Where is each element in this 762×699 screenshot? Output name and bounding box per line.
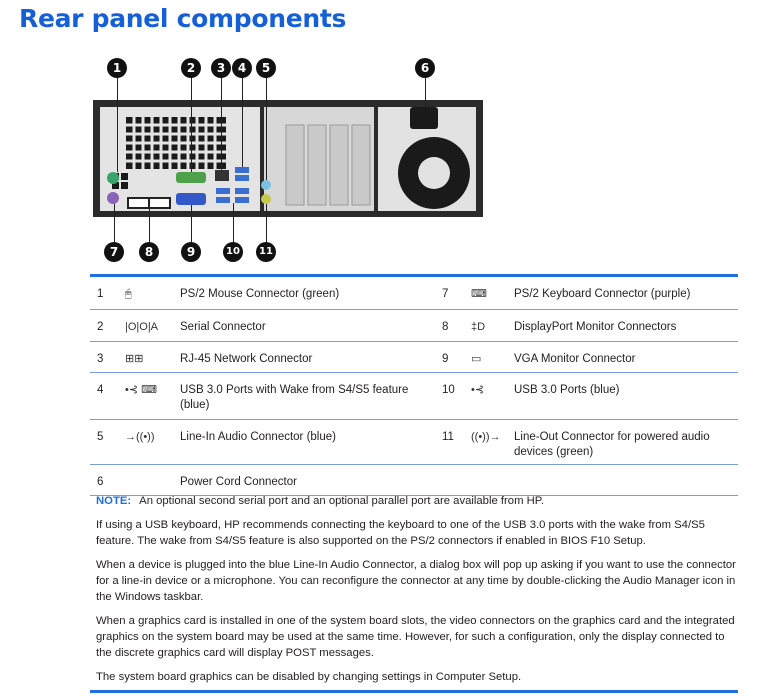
- keyboard-icon: ⌨: [471, 288, 487, 300]
- item-label: Power Cord Connector: [180, 476, 297, 488]
- callout-line-9: [191, 205, 192, 244]
- rear-panel-illustration: [93, 100, 483, 217]
- usb-wake-icon: •⊰ ⌨: [125, 384, 158, 396]
- item-label: PS/2 Mouse Connector (green): [180, 288, 340, 300]
- table-row: 3 ⊞⊞ RJ-45 Network Connector 9 ▭ VGA Mon…: [90, 342, 738, 373]
- callout-9: 9: [181, 242, 201, 262]
- callout-5: 5: [256, 58, 276, 78]
- callout-line-2: [191, 77, 192, 172]
- item-label: DisplayPort Monitor Connectors: [514, 321, 677, 333]
- serial-icon: |O|O|A: [125, 321, 159, 333]
- table-row: 6 Power Cord Connector: [90, 465, 738, 496]
- item-number: 4: [97, 384, 104, 396]
- paragraph: When a device is plugged into the blue L…: [96, 559, 736, 603]
- components-table: 1 🖱 PS/2 Mouse Connector (green) 7 ⌨ PS/…: [90, 274, 738, 496]
- note-text: An optional second serial port and an op…: [139, 495, 545, 507]
- bottom-rule: [90, 690, 738, 693]
- item-label: RJ-45 Network Connector: [180, 353, 313, 365]
- callout-line-4: [242, 77, 243, 167]
- vga-icon: ▭: [471, 353, 482, 365]
- table-row: 1 🖱 PS/2 Mouse Connector (green) 7 ⌨ PS/…: [90, 277, 738, 310]
- item-number: 1: [97, 288, 104, 300]
- paragraph: The system board graphics can be disable…: [96, 671, 522, 683]
- item-number: 3: [97, 353, 104, 365]
- line-out-icon: ((•))→: [471, 431, 501, 443]
- table-row: 2 |O|O|A Serial Connector 8 ‡D DisplayPo…: [90, 310, 738, 342]
- callout-line-5: [266, 77, 267, 180]
- callout-1: 1: [107, 58, 127, 78]
- table-top-rule: [90, 274, 738, 277]
- item-number: 10: [442, 384, 455, 396]
- item-label: USB 3.0 Ports (blue): [514, 384, 620, 396]
- item-number: 11: [442, 431, 454, 443]
- note: NOTE: An optional second serial port and …: [96, 493, 736, 509]
- callout-6: 6: [415, 58, 435, 78]
- callout-line-1: [117, 77, 118, 172]
- table-row: 4 •⊰ ⌨ USB 3.0 Ports with Wake from S4/S…: [90, 373, 738, 420]
- item-label: Serial Connector: [180, 321, 266, 333]
- callout-line-7: [114, 204, 115, 244]
- item-number: 8: [442, 321, 449, 333]
- paragraph: When a graphics card is installed in one…: [96, 615, 735, 659]
- callout-11: 11: [256, 242, 276, 262]
- callout-4: 4: [232, 58, 252, 78]
- item-number: 2: [97, 321, 104, 333]
- usb-icon: •⊰: [471, 384, 485, 396]
- callout-line-8: [149, 208, 150, 244]
- rear-panel-figure: 1 2 3 4 5 6 7 8 9 10 11: [88, 55, 483, 265]
- callout-line-3: [221, 77, 222, 170]
- table-row: 5 →((•)) Line-In Audio Connector (blue) …: [90, 420, 738, 465]
- callout-line-11: [266, 204, 267, 244]
- item-label: VGA Monitor Connector: [514, 353, 636, 365]
- item-label: PS/2 Keyboard Connector (purple): [514, 288, 691, 300]
- item-label: Line-Out Connector for powered audio dev…: [514, 431, 710, 458]
- item-label: USB 3.0 Ports with Wake from S4/S5 featu…: [180, 384, 409, 411]
- callout-10: 10: [223, 242, 243, 262]
- callout-8: 8: [139, 242, 159, 262]
- item-number: 9: [442, 353, 449, 365]
- callout-3: 3: [211, 58, 231, 78]
- paragraph: If using a USB keyboard, HP recommends c…: [96, 519, 705, 547]
- callout-line-10: [233, 203, 234, 244]
- item-number: 6: [97, 476, 104, 488]
- item-number: 5: [97, 431, 104, 443]
- notes-section: NOTE: An optional second serial port and …: [96, 493, 736, 693]
- item-number: 7: [442, 288, 449, 300]
- network-icon: ⊞⊞: [125, 353, 144, 365]
- line-in-icon: →((•)): [125, 431, 155, 443]
- callout-line-6: [425, 77, 426, 107]
- displayport-icon: ‡D: [471, 321, 486, 333]
- callout-7: 7: [104, 242, 124, 262]
- note-label: NOTE:: [96, 495, 132, 507]
- item-label: Line-In Audio Connector (blue): [180, 431, 336, 443]
- page-title: Rear panel components: [19, 4, 347, 33]
- callout-2: 2: [181, 58, 201, 78]
- mouse-icon: 🖱: [125, 288, 132, 300]
